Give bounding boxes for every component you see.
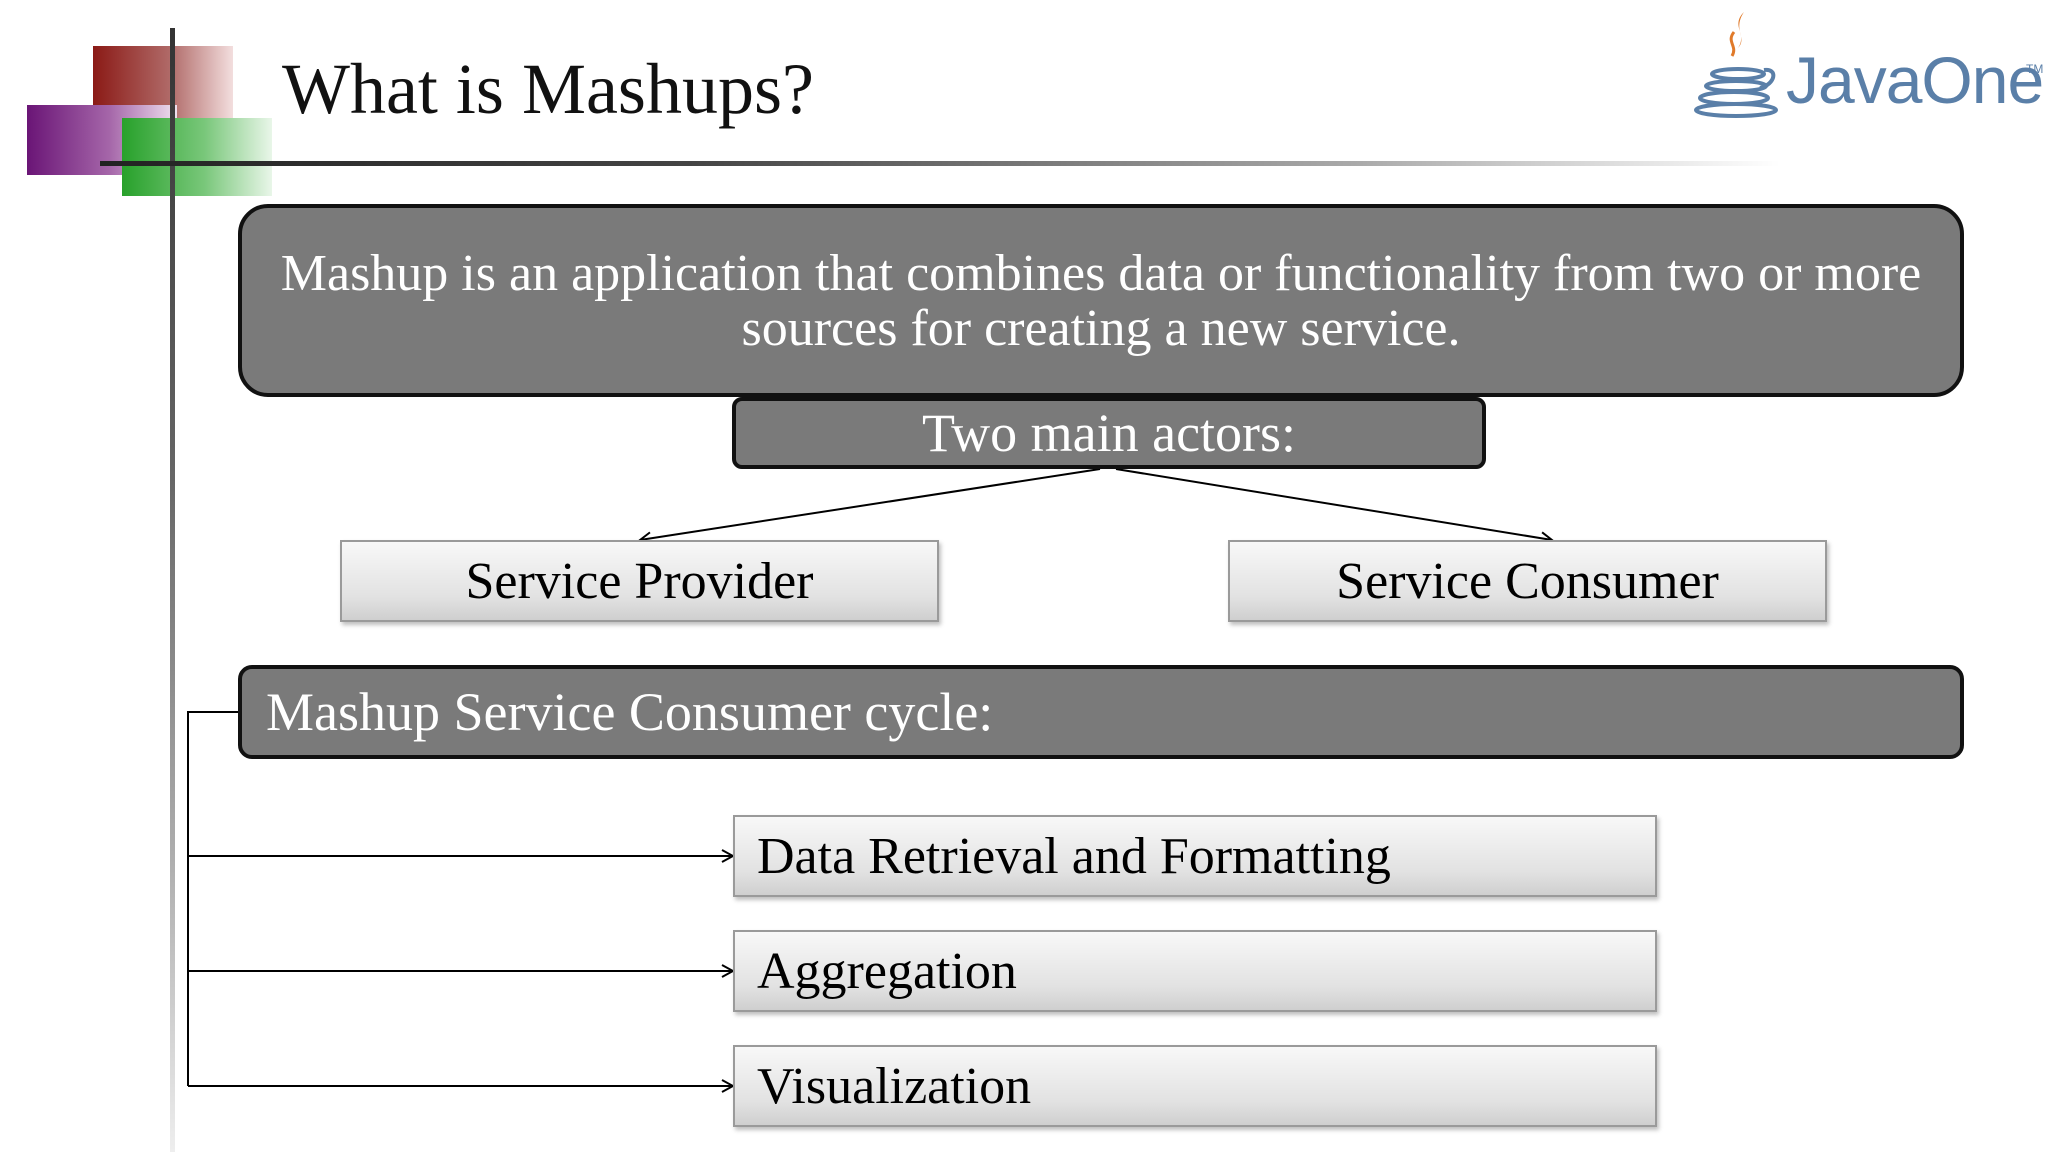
definition-box: Mashup is an application that combines d… — [238, 204, 1964, 397]
decor-green-square — [122, 118, 272, 196]
logo-wordmark: JavaOne — [1786, 43, 2044, 117]
cycle-bracket — [187, 711, 238, 1086]
javaone-logo: JavaOne TM — [1686, 4, 2044, 124]
cycle-step-label: Visualization — [757, 1057, 1032, 1115]
cycle-step-aggregation: Aggregation — [733, 930, 1657, 1012]
definition-text: Mashup is an application that combines d… — [280, 244, 1922, 357]
service-provider-label: Service Provider — [465, 552, 814, 610]
cycle-step-label: Aggregation — [757, 942, 1017, 1000]
decor-title-underline — [100, 161, 1780, 166]
slide-title: What is Mashups? — [282, 49, 814, 129]
cycle-heading-box: Mashup Service Consumer cycle: — [238, 665, 1964, 759]
cycle-step-visualization: Visualization — [733, 1045, 1657, 1127]
actors-heading: Two main actors: — [921, 403, 1297, 463]
cycle-step-label: Data Retrieval and Formatting — [757, 827, 1391, 885]
service-provider-box: Service Provider — [340, 540, 939, 622]
cycle-heading: Mashup Service Consumer cycle: — [266, 682, 994, 742]
decor-vertical-line — [170, 28, 175, 1152]
java-cup-icon — [1694, 12, 1778, 118]
actors-heading-box: Two main actors: — [732, 397, 1486, 469]
cycle-step-data-retrieval: Data Retrieval and Formatting — [733, 815, 1657, 897]
logo-trademark: TM — [2026, 62, 2044, 76]
arrow-to-service-consumer — [1115, 468, 1552, 540]
arrow-to-service-provider — [640, 468, 1101, 540]
service-consumer-label: Service Consumer — [1336, 552, 1719, 610]
service-consumer-box: Service Consumer — [1228, 540, 1827, 622]
